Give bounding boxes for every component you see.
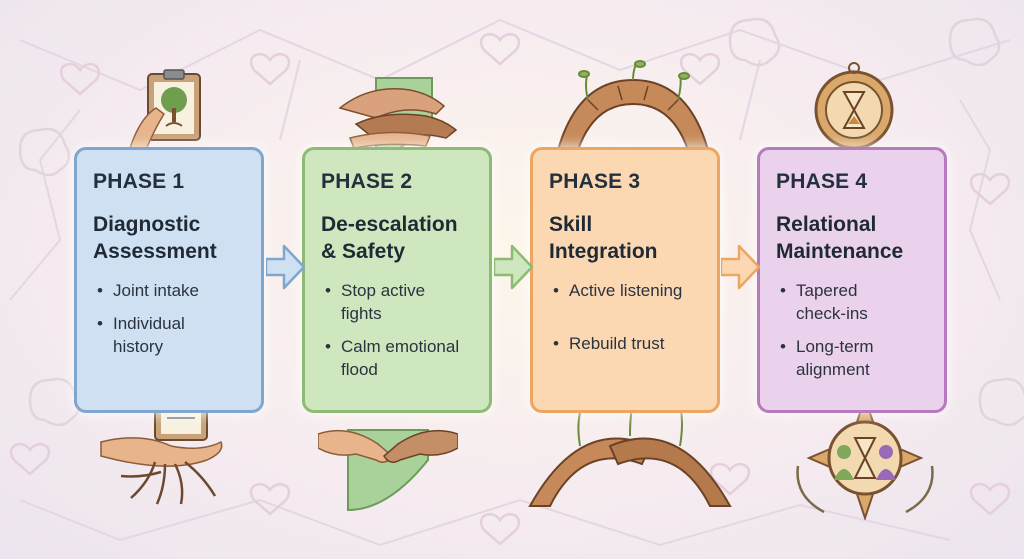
puzzle-bridge-icon (556, 60, 710, 151)
phase-title-line: Maintenance (776, 240, 904, 263)
phase-card-2: PHASE 2 De-escalation & Safety Stop acti… (302, 147, 492, 413)
phase-label: PHASE 1 (93, 170, 185, 193)
phase-title-line: & Safety (321, 240, 406, 263)
phase-bullets: Active listening Rebuild trust (549, 279, 701, 355)
bullet-item: Active listening (549, 279, 701, 302)
hourglass-medallion-icon (814, 62, 894, 150)
bullet-item: Joint intake (93, 279, 245, 302)
phase-title: De-escalation & Safety (321, 211, 473, 265)
bullet-item: Rebuild trust (549, 332, 701, 355)
phase-label: PHASE 3 (549, 170, 641, 193)
phase-card-4: PHASE 4 Relational Maintenance Taperedch… (757, 147, 947, 413)
arrow-right-icon (266, 244, 306, 290)
phase-title: Skill Integration (549, 211, 701, 265)
handshake-shield-icon (318, 429, 458, 512)
compass-hourglass-icon (796, 396, 934, 520)
phase-title-line: Relational (776, 213, 877, 236)
clipboard-tree-icon (128, 69, 201, 151)
phase-title-line: De-escalation (321, 213, 458, 236)
phase-title: Relational Maintenance (776, 211, 928, 265)
phase-title-line: Skill (549, 213, 593, 236)
phase-card-3: PHASE 3 Skill Integration Active listeni… (530, 147, 720, 413)
phase-title: Diagnostic Assessment (93, 211, 245, 265)
phase-title-line: Assessment (93, 240, 217, 263)
arrow-right-icon (721, 244, 761, 290)
phase-label: PHASE 4 (776, 170, 868, 193)
phase-card-1: PHASE 1 Diagnostic Assessment Joint inta… (74, 147, 264, 413)
phase-title-line: Integration (549, 240, 658, 263)
phase-label: PHASE 2 (321, 170, 413, 193)
stacked-hands-shield-icon (338, 77, 458, 160)
arrow-right-icon (494, 244, 534, 290)
phase-title-line: Diagnostic (93, 213, 201, 236)
